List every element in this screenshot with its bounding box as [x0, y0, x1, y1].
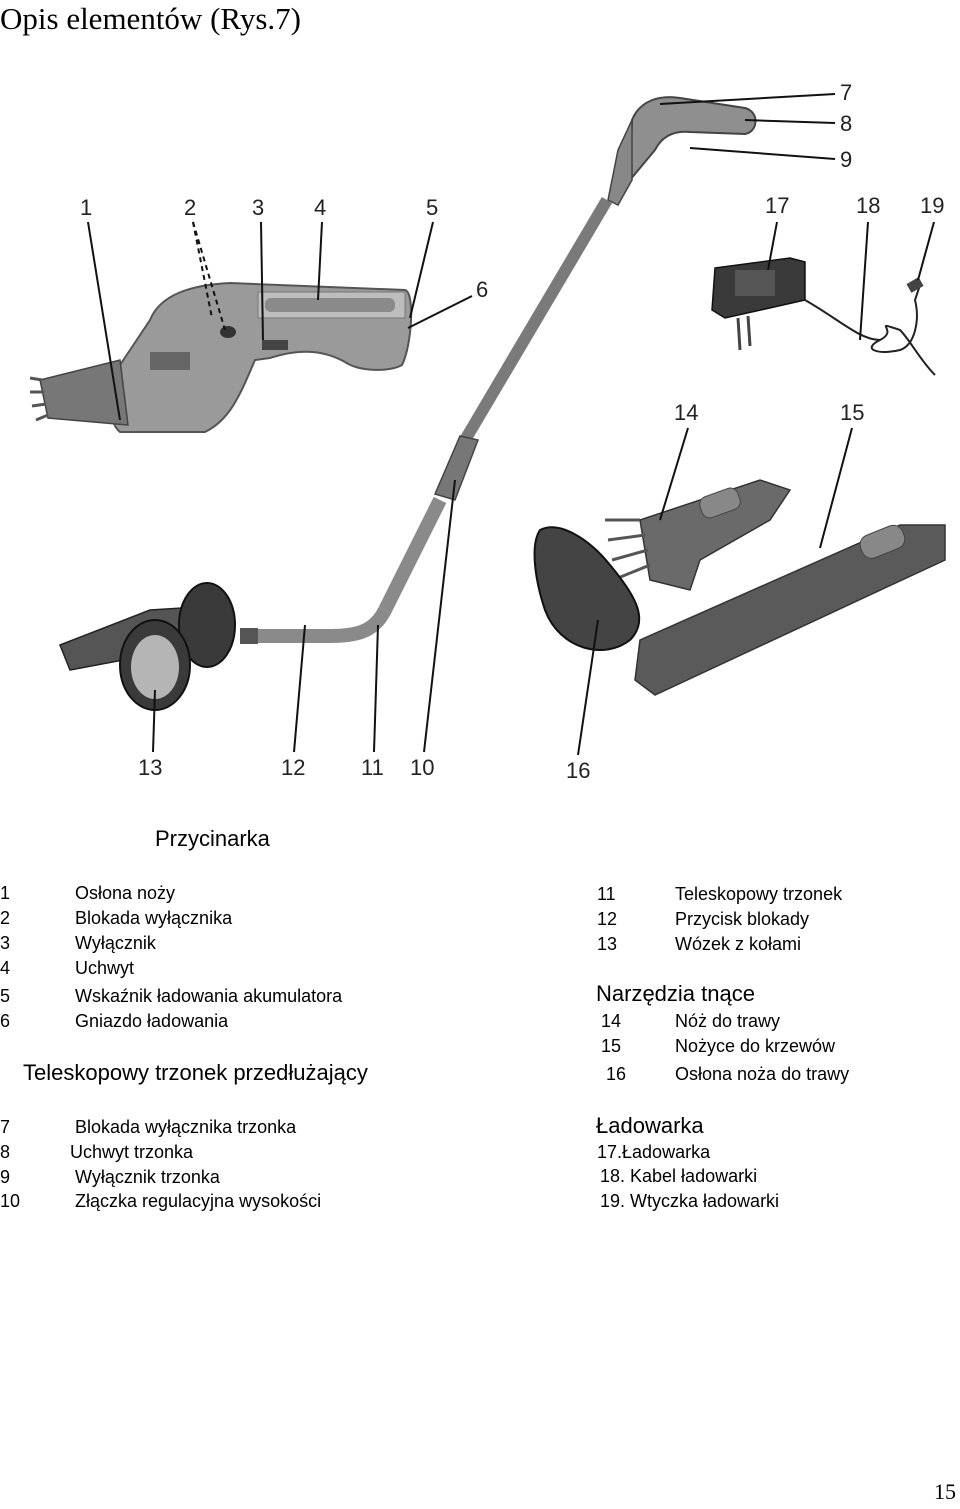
callout-15: 15 — [840, 400, 864, 425]
legend-num-8: 8 — [0, 1141, 10, 1163]
legend-item-17: 17.Ładowarka — [597, 1141, 710, 1163]
blades-illustration — [535, 480, 945, 695]
charger-illustration — [712, 258, 935, 375]
callout-13: 13 — [138, 755, 162, 780]
product-figure: 1 2 3 4 5 6 7 8 9 10 11 12 13 14 15 16 1… — [0, 0, 960, 800]
callout-16: 16 — [566, 758, 590, 783]
legend-label-16: Osłona noża do trawy — [675, 1063, 849, 1085]
callout-10: 10 — [410, 755, 434, 780]
legend-num-15: 15 — [601, 1035, 621, 1057]
callout-3: 3 — [252, 195, 264, 220]
callout-1: 1 — [80, 195, 92, 220]
legend-label-15: Nożyce do krzewów — [675, 1035, 835, 1057]
callout-18: 18 — [856, 193, 880, 218]
legend-num-9: 9 — [0, 1166, 10, 1188]
callout-2: 2 — [184, 195, 196, 220]
legend-label-8: Uchwyt trzonka — [70, 1141, 193, 1163]
callout-6: 6 — [476, 277, 488, 302]
legend-num-14: 14 — [601, 1010, 621, 1032]
heading-handle: Teleskopowy trzonek przedłużający — [23, 1060, 368, 1086]
legend-label-2: Blokada wyłącznika — [75, 907, 232, 929]
legend-num-11: 11 — [597, 883, 616, 905]
legend-num-2: 2 — [0, 907, 10, 929]
legend-label-12: Przycisk blokady — [675, 908, 809, 930]
callout-12: 12 — [281, 755, 305, 780]
legend-label-10: Złączka regulacyjna wysokości — [75, 1190, 321, 1212]
legend-num-13: 13 — [597, 933, 617, 955]
legend-num-6: 6 — [0, 1010, 10, 1032]
legend-num-4: 4 — [0, 957, 10, 979]
legend-label-3: Wyłącznik — [75, 932, 156, 954]
legend-item-18: 18. Kabel ładowarki — [600, 1165, 757, 1187]
callout-numbers: 1 2 3 4 5 6 7 8 9 10 11 12 13 14 15 16 1… — [80, 80, 944, 783]
callout-19: 19 — [920, 193, 944, 218]
legend-item-19: 19. Wtyczka ładowarki — [600, 1190, 779, 1212]
legend-label-6: Gniazdo ładowania — [75, 1010, 228, 1032]
legend-label-5: Wskaźnik ładowania akumulatora — [75, 985, 342, 1007]
page-number: 15 — [934, 1479, 956, 1505]
wheel-cart-illustration — [60, 583, 235, 710]
callout-5: 5 — [426, 195, 438, 220]
legend-num-12: 12 — [597, 908, 617, 930]
heading-main: Przycinarka — [155, 826, 270, 852]
legend-num-16: 16 — [606, 1063, 626, 1085]
callout-17: 17 — [765, 193, 789, 218]
legend-label-14: Nóż do trawy — [675, 1010, 780, 1032]
legend-num-7: 7 — [0, 1116, 10, 1138]
callout-9: 9 — [840, 147, 852, 172]
trimmer-illustration — [30, 283, 411, 432]
legend-num-10: 10 — [0, 1190, 20, 1212]
callout-14: 14 — [674, 400, 698, 425]
legend-label-7: Blokada wyłącznika trzonka — [75, 1116, 296, 1138]
legend-label-11: Teleskopowy trzonek — [675, 883, 842, 905]
legend-label-4: Uchwyt — [75, 957, 134, 979]
legend-label-9: Wyłącznik trzonka — [75, 1166, 220, 1188]
legend-label-13: Wózek z kołami — [675, 933, 801, 955]
legend-num-3: 3 — [0, 932, 10, 954]
callout-4: 4 — [314, 195, 326, 220]
heading-charger: Ładowarka — [596, 1113, 704, 1139]
callout-8: 8 — [840, 111, 852, 136]
callout-7: 7 — [840, 80, 852, 105]
legend-label-1: Osłona noży — [75, 882, 175, 904]
callout-11: 11 — [361, 755, 384, 780]
heading-tools: Narzędzia tnące — [596, 981, 755, 1007]
legend-num-5: 5 — [0, 985, 10, 1007]
legend-num-1: 1 — [0, 882, 10, 904]
